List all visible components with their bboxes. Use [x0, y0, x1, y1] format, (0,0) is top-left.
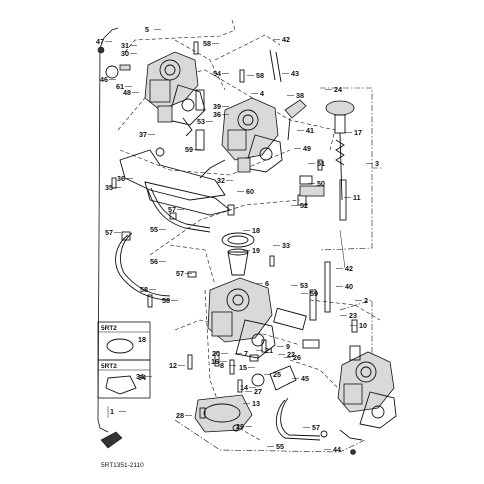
- inset-gasket-34: 5RT2 34: [97, 359, 151, 399]
- inset-18-label: 5RT2: [101, 325, 117, 332]
- callout-5: 5: [145, 25, 149, 34]
- callout-17: 17: [354, 128, 362, 137]
- callout-38: 38: [296, 91, 304, 100]
- callout-60: 60: [246, 187, 254, 196]
- callout-55: 55: [276, 442, 284, 451]
- inset-gasket-18: 5RT2 18: [97, 321, 151, 361]
- callout-48: 48: [123, 88, 131, 97]
- callout-34: 34: [136, 372, 144, 381]
- bracket-plates: [119, 149, 231, 216]
- callout-58: 58: [140, 285, 148, 294]
- callout-41: 41: [306, 126, 314, 135]
- callout-8: 8: [220, 361, 224, 370]
- callout-27: 27: [254, 387, 262, 396]
- callout-3: 3: [375, 159, 379, 168]
- lower-carburetor: [207, 277, 307, 359]
- inset-18-callout: 18: [138, 335, 146, 344]
- callout-40: 40: [345, 282, 353, 291]
- callout-56: 56: [150, 257, 158, 266]
- callout-50: 50: [317, 179, 325, 188]
- callout-6: 6: [265, 279, 269, 288]
- callout-36: 36: [117, 174, 125, 183]
- callout-58: 58: [256, 71, 264, 80]
- callout-19: 19: [252, 246, 260, 255]
- callout-32: 32: [217, 176, 225, 185]
- callout-43: 43: [291, 69, 299, 78]
- callout-30: 30: [121, 49, 129, 58]
- callout-58: 58: [203, 39, 211, 48]
- callout-24: 24: [334, 85, 342, 94]
- callout-57: 57: [105, 228, 113, 237]
- callout-23: 23: [349, 311, 357, 320]
- callout-53: 53: [197, 117, 205, 126]
- callout-29: 29: [236, 422, 244, 431]
- callout-14: 14: [240, 383, 248, 392]
- callout-25: 25: [273, 370, 281, 379]
- callout-49: 49: [303, 144, 311, 153]
- callout-57: 57: [176, 269, 184, 278]
- callout-58: 58: [162, 296, 170, 305]
- callout-52: 52: [300, 201, 308, 210]
- callout-55: 55: [150, 225, 158, 234]
- callout-11: 11: [353, 193, 361, 202]
- callout-28: 28: [176, 411, 184, 420]
- small-fasteners: [97, 41, 361, 455]
- callout-12: 12: [169, 361, 177, 370]
- callout-44: 44: [333, 445, 341, 454]
- callout-9: 9: [286, 342, 290, 351]
- callout-26: 26: [293, 353, 301, 362]
- callout-4: 4: [260, 89, 264, 98]
- callout-47: 47: [96, 37, 104, 46]
- callout-21: 21: [265, 346, 273, 355]
- callout-42: 42: [282, 35, 290, 44]
- callout-1: 1: [110, 407, 114, 416]
- middle-carburetor: [199, 97, 283, 179]
- float-bowl: [194, 394, 253, 433]
- callout-57: 57: [168, 205, 176, 214]
- callout-46: 46: [100, 75, 108, 84]
- callout-35: 35: [105, 183, 113, 192]
- callout-39: 39: [213, 102, 221, 111]
- callout-20: 20: [212, 349, 220, 358]
- linkage-rods: [195, 49, 331, 321]
- callout-61: 61: [116, 82, 124, 91]
- throttle-bracket: [325, 100, 355, 269]
- callout-13: 13: [252, 399, 260, 408]
- callout-51: 51: [317, 159, 325, 168]
- upper-carburetor: [144, 51, 206, 137]
- diagram-reference-code: 5RT1351-2110: [101, 462, 144, 469]
- callout-57: 57: [312, 423, 320, 432]
- callout-18: 18: [252, 226, 260, 235]
- inset-34-callout: 34: [138, 373, 146, 382]
- diaphragm-cover: [221, 232, 255, 276]
- fuel-hoses: [115, 187, 321, 441]
- callout-54: 54: [213, 69, 221, 78]
- callout-16: 16: [211, 357, 219, 366]
- callout-59: 59: [310, 289, 318, 298]
- callout-37: 37: [139, 130, 147, 139]
- callout-53: 53: [300, 281, 308, 290]
- callout-31: 31: [121, 41, 129, 50]
- mounting-plate-icon: [100, 431, 123, 449]
- callout-leader-lines: [105, 29, 373, 450]
- right-carburetor: [337, 351, 397, 441]
- inset-34-label: 5RT2: [101, 363, 117, 370]
- callout-15: 15: [239, 363, 247, 372]
- callout-59: 59: [185, 145, 193, 154]
- callout-33: 33: [282, 241, 290, 250]
- callout-36: 36: [213, 110, 221, 119]
- callout-42: 42: [345, 264, 353, 273]
- callout-7: 7: [244, 349, 248, 358]
- callout-2: 2: [364, 296, 368, 305]
- callout-10: 10: [359, 321, 367, 330]
- callout-22: 22: [287, 350, 295, 359]
- callout-45: 45: [301, 374, 309, 383]
